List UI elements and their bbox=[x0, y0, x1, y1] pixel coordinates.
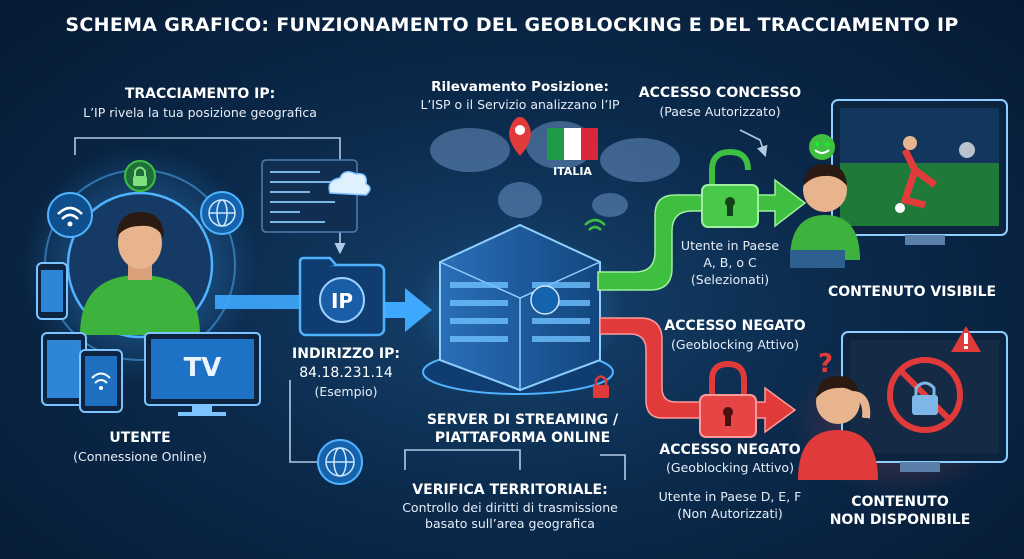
access-denied-sub-1: (Geoblocking Attivo) bbox=[671, 337, 799, 352]
user-avatar bbox=[80, 212, 200, 335]
cloud-icon bbox=[328, 171, 371, 196]
allowed-users-line1: Utente in Paese bbox=[680, 238, 780, 253]
access-denied-heading-2: ACCESSO NEGATO bbox=[659, 442, 801, 458]
ip-tracking-heading: TRACCIAMENTO IP: bbox=[124, 86, 276, 102]
globe-icon-bottom bbox=[317, 439, 363, 485]
content-unavailable-line1: CONTENUTO bbox=[851, 494, 949, 510]
server-lock-icon bbox=[593, 375, 609, 398]
ip-address-note: (Esempio) bbox=[314, 384, 378, 399]
ip-address-heading: INDIRIZZO IP: bbox=[292, 346, 400, 362]
arrow-ip-to-server bbox=[380, 288, 432, 332]
ip-tracking-desc: L’IP rivela la tua posizione geografica bbox=[83, 105, 317, 120]
italy-flag-icon bbox=[547, 128, 598, 160]
sad-viewer bbox=[798, 376, 878, 480]
territorial-check-line2: basato sull’area geografica bbox=[425, 516, 595, 531]
tablet-wifi-icon bbox=[79, 349, 123, 413]
access-granted-heading: ACCESSO CONCESSO bbox=[638, 85, 802, 101]
lock-icon-small bbox=[124, 160, 156, 192]
blocked-users-line1: Utente in Paese D, E, F bbox=[658, 489, 802, 504]
green-unlocked-lock-icon bbox=[701, 148, 759, 228]
warning-icon bbox=[951, 326, 981, 352]
blocked-users-line2: (Non Autorizzati) bbox=[677, 506, 783, 521]
user-heading: UTENTE bbox=[109, 430, 171, 446]
happy-viewer bbox=[790, 164, 860, 268]
territorial-check-heading: VERIFICA TERRITORIALE: bbox=[412, 482, 608, 498]
phone-icon bbox=[36, 262, 68, 320]
server-label-line1: SERVER DI STREAMING / bbox=[426, 412, 619, 428]
server-label-line2: PIATTAFORMA ONLINE bbox=[434, 430, 611, 446]
content-unavailable-line2: NON DISPONIBILE bbox=[829, 512, 971, 528]
question-mark-icon: ? bbox=[818, 349, 833, 379]
access-denied-heading-1: ACCESSO NEGATO bbox=[664, 318, 806, 334]
ip-badge: IP bbox=[330, 289, 354, 313]
access-denied-sub-2: (Geoblocking Attivo) bbox=[666, 460, 794, 475]
globe-icon-user bbox=[200, 191, 244, 235]
access-granted-sub: (Paese Autorizzato) bbox=[659, 104, 781, 119]
location-desc: L’ISP o il Servizio analizzano l’IP bbox=[420, 97, 620, 112]
blocked-icon bbox=[887, 357, 963, 433]
ip-folder-icon bbox=[298, 256, 386, 337]
streaming-server-icon bbox=[422, 223, 614, 395]
smiley-chat-icon bbox=[809, 134, 835, 160]
allowed-users-line3: (Selezionati) bbox=[690, 272, 770, 287]
tv-content-visible bbox=[831, 99, 1008, 245]
location-heading: Rilevamento Posizione: bbox=[431, 79, 609, 95]
red-locked-lock-icon bbox=[699, 360, 757, 438]
territorial-check-line1: Controllo dei diritti di trasmissione bbox=[402, 500, 618, 515]
content-visible-label: CONTENUTO VISIBILE bbox=[827, 284, 997, 300]
country-label: ITALIA bbox=[553, 165, 592, 178]
location-pin-icon bbox=[509, 117, 531, 156]
svg-text:?: ? bbox=[818, 349, 833, 379]
wifi-icon bbox=[47, 192, 93, 238]
tablet-icon bbox=[41, 332, 87, 406]
tv-icon bbox=[144, 332, 261, 416]
connector-territorial bbox=[404, 449, 521, 470]
server-wifi-icon bbox=[584, 218, 606, 231]
diagram-title: SCHEMA GRAFICO: FUNZIONAMENTO DEL GEOBLO… bbox=[65, 14, 959, 36]
user-sub: (Connessione Online) bbox=[73, 449, 207, 464]
tv-label: TV bbox=[183, 353, 222, 383]
connector-globe bbox=[289, 380, 318, 463]
allowed-users-line2: A, B, o C bbox=[703, 255, 757, 270]
ip-address-value: 84.18.231.14 bbox=[299, 365, 393, 381]
arrow-access-denied bbox=[599, 317, 797, 434]
code-window-icon bbox=[261, 159, 358, 233]
